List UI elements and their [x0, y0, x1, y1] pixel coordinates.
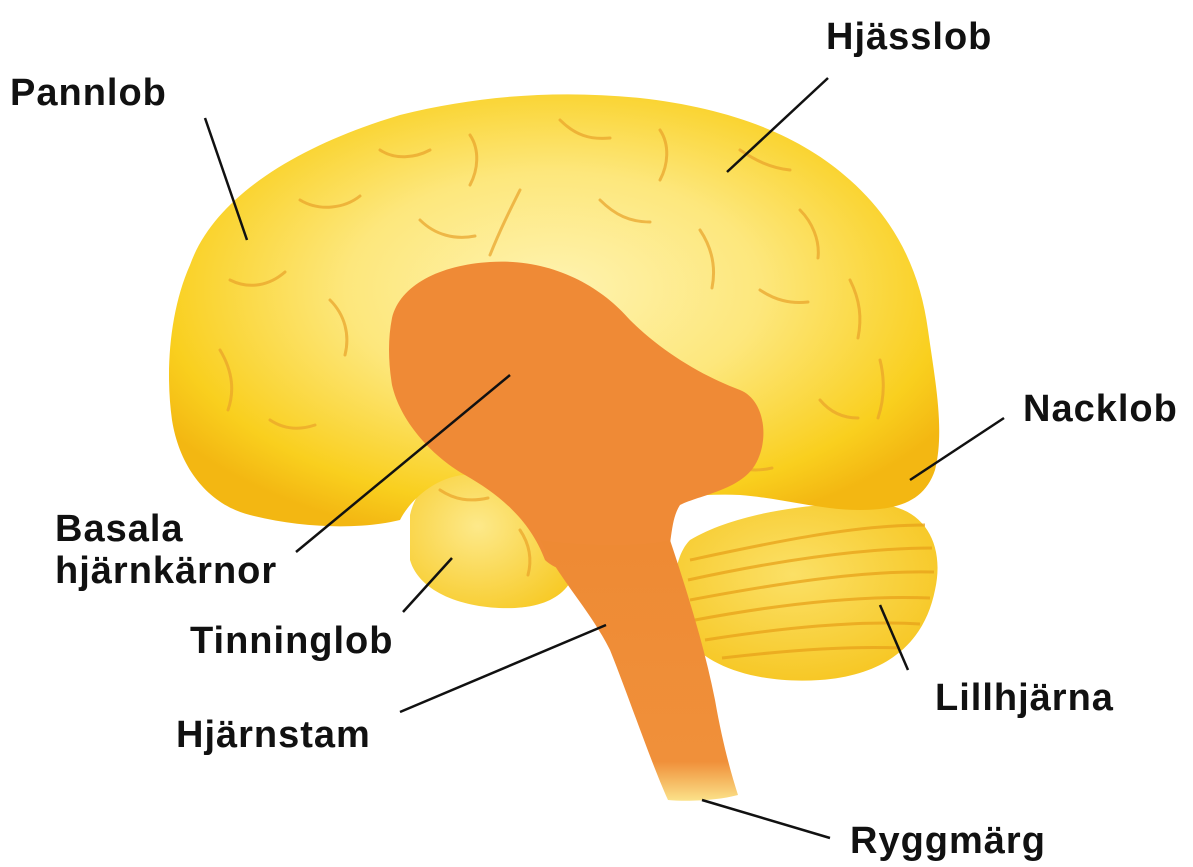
label-basala-line1: Basala [55, 508, 277, 550]
label-hjasslob: Hjässlob [826, 16, 992, 58]
label-lillhjarna: Lillhjärna [935, 677, 1114, 719]
leader-ryggmarg [702, 800, 830, 838]
cerebellum [675, 504, 938, 681]
label-tinninglob: Tinninglob [190, 620, 393, 662]
label-pannlob: Pannlob [10, 72, 167, 114]
label-nacklob: Nacklob [1023, 388, 1178, 430]
label-basala-hjarnkarnor: Basala hjärnkärnor [55, 508, 277, 592]
label-basala-line2: hjärnkärnor [55, 550, 277, 592]
label-ryggmarg: Ryggmärg [850, 820, 1046, 862]
leader-hjarnstam [400, 625, 606, 712]
label-hjarnstam: Hjärnstam [176, 714, 371, 756]
